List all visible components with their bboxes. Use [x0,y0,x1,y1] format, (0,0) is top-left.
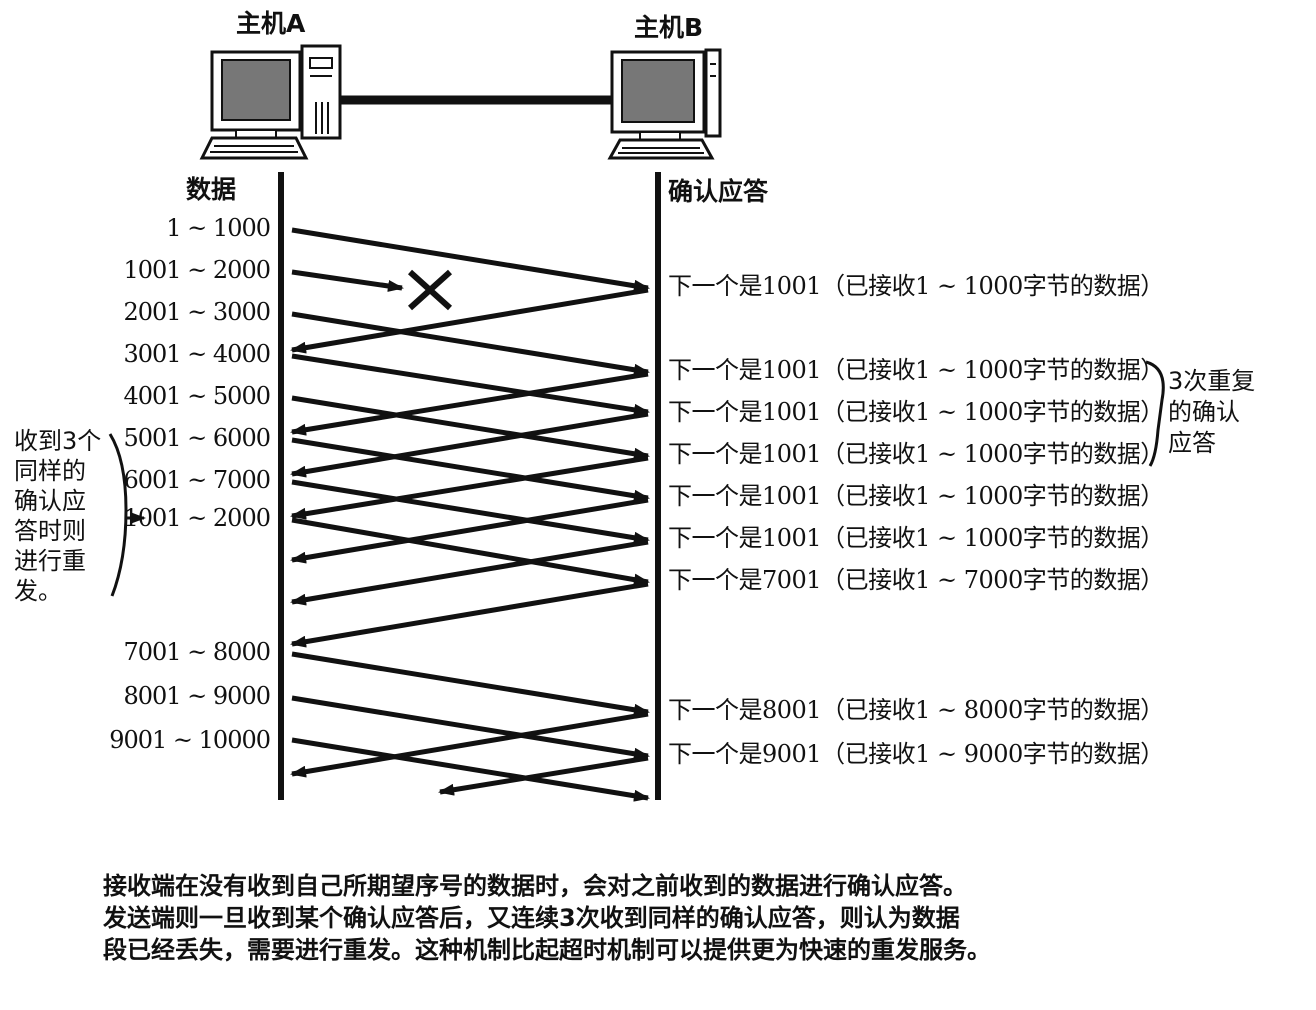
ack-label: 下一个是1001（已接收1 ~ 1000字节的数据） [668,272,1164,300]
ack-arrow [290,711,649,778]
data-arrow [291,517,650,586]
segment-label: 4001 ~ 5000 [123,382,271,410]
data-arrow [291,479,650,544]
note-line: 进行重 [14,547,86,575]
segment-label: 6001 ~ 7000 [123,466,271,494]
host-a-label: 主机A [236,9,306,38]
caption-line: 段已经丢失，需要进行重发。这种机制比起超时机制可以提供更为快速的重发服务。 [103,936,991,964]
segment-label: 5001 ~ 6000 [123,424,271,452]
ack-arrow [290,287,649,354]
segment-label: 2001 ~ 3000 [123,298,271,326]
note-line: 答时则 [14,517,86,545]
data-arrow [291,227,650,292]
note-line: 发。 [14,577,62,605]
ack-label-duplicate: 下一个是1001（已接收1 ~ 1000字节的数据） [668,398,1164,426]
host-a-computer-icon [199,44,342,160]
ack-arrow [290,539,649,606]
data-arrow [291,737,650,802]
ack-label-duplicate: 下一个是1001（已接收1 ~ 1000字节的数据） [668,356,1164,384]
segment-label: 1001 ~ 2000 [123,256,271,284]
retransmit-note: 收到3个 同样的 确认应 答时则 进行重 发。 [14,426,101,606]
right-brace [1145,360,1165,467]
segment-label: 9001 ~ 10000 [109,726,271,754]
ack-arrow [290,497,649,564]
ack-arrow [290,455,649,520]
data-arrow [291,651,650,716]
ack-label: 下一个是8001（已接收1 ~ 8000字节的数据） [668,696,1164,724]
figure-caption: 接收端在没有收到自己所期望序号的数据时，会对之前收到的数据进行确认应答。 发送端… [103,870,991,966]
note-line: 收到3个 [14,427,102,455]
data-column-header: 数据 [186,175,237,204]
segment-label: 7001 ~ 8000 [123,638,271,666]
caption-line: 接收端在没有收到自己所期望序号的数据时，会对之前收到的数据进行确认应答。 [103,872,967,900]
host-b-label: 主机B [634,13,704,42]
ack-arrow [290,411,649,478]
data-arrow [291,695,650,760]
ack-label: 下一个是1001（已接收1 ~ 1000字节的数据） [668,482,1164,510]
ack-arrow [290,581,649,648]
ack-label-duplicate: 下一个是1001（已接收1 ~ 1000字节的数据） [668,440,1164,468]
segment-label: 8001 ~ 9000 [123,682,271,710]
caption-line: 发送端则一旦收到某个确认应答后，又连续3次收到同样的确认应答，则认为数据 [103,904,960,932]
ack-arrow [290,371,649,436]
ack-label: 下一个是7001（已接收1 ~ 7000字节的数据） [668,566,1164,594]
ack-label: 下一个是9001（已接收1 ~ 9000字节的数据） [668,740,1164,768]
note-line: 的确认 [1168,398,1240,426]
data-arrows [291,227,650,802]
left-brace [108,433,128,597]
note-line: 同样的 [14,457,86,485]
note-line: 确认应 [14,487,86,515]
packet-lost-x-icon [407,269,453,311]
segment-label-retransmit: 1001 ~ 2000 [123,504,271,532]
host-b-computer-icon [607,48,722,160]
segment-label: 1 ~ 1000 [166,214,271,242]
note-line: 3次重复 [1168,367,1256,395]
ack-arrow [438,755,649,796]
data-arrow [291,395,650,460]
data-arrow-lost [291,269,404,292]
data-arrow [291,353,650,416]
ack-arrows [290,287,649,796]
note-line: 应答 [1168,429,1216,457]
segment-label: 3001 ~ 4000 [123,340,271,368]
data-arrow [291,437,650,502]
ack-column-header: 确认应答 [668,177,769,206]
data-arrow [291,311,650,376]
ack-label: 下一个是1001（已接收1 ~ 1000字节的数据） [668,524,1164,552]
duplicate-ack-note: 3次重复 的确认 应答 [1168,366,1255,459]
